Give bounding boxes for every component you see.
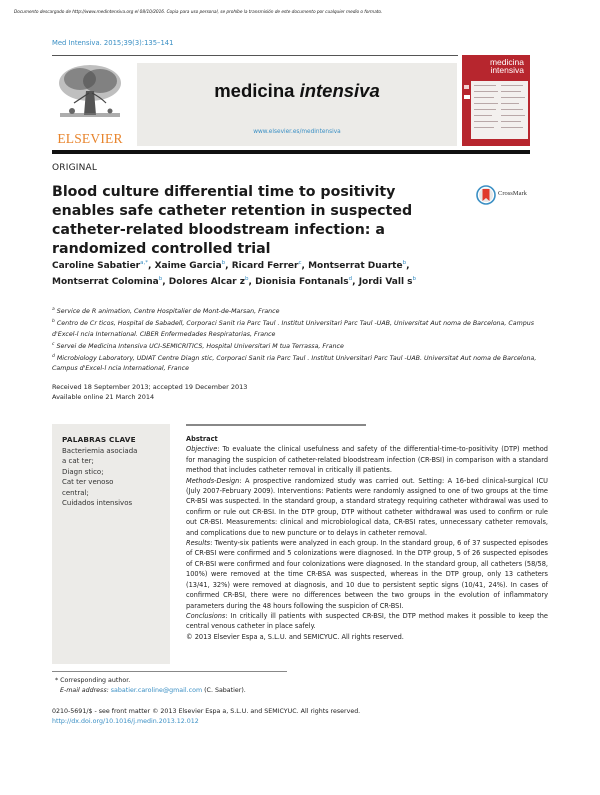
keyword-line: Cuidados intensivos — [62, 499, 133, 508]
cover-contents — [471, 81, 528, 139]
affiliation-item: d Microbiology Laboratory, UDIAT Centre … — [52, 354, 537, 373]
download-disclaimer: Documento descargado de http://www.medin… — [14, 10, 383, 15]
doi-link[interactable]: http://dx.doi.org/10.1016/j.medin.2013.1… — [52, 718, 199, 726]
author-affiliation-marker[interactable]: b — [412, 275, 417, 282]
author: Dolores Alcar zb, — [168, 275, 256, 287]
keyword-line: a cat ter; — [62, 457, 94, 466]
keyword-line: Cat ter venoso — [62, 478, 114, 487]
issn-copyright-line: 0210-5691/$ - see front matter © 2013 El… — [52, 708, 361, 715]
keywords-panel: PALABRAS CLAVE Bacteriemia asociada a ca… — [52, 424, 170, 664]
corresponding-author-note: * Corresponding author. — [55, 677, 131, 684]
article-dates: Received 18 September 2013; accepted 19 … — [52, 382, 247, 402]
author-affiliation-marker[interactable]: b — [158, 275, 163, 282]
author: Montserrat Colominab, — [52, 275, 169, 287]
keyword-line: Diagn stico; — [62, 467, 104, 476]
author-affiliation-marker[interactable]: b — [402, 260, 407, 266]
abstract-conclusions: Conclusions: In critically ill patients … — [186, 611, 548, 631]
author-affiliation-marker[interactable]: b — [245, 275, 249, 282]
email-link[interactable]: sabatier.caroline@gmail.com — [110, 687, 203, 695]
cover-decoration — [464, 95, 470, 99]
author: Xaime Garciab, — [154, 260, 232, 271]
footnotes: * Corresponding author. E-mail address: … — [55, 676, 246, 697]
abstract-copyright: © 2013 Elsevier Espa a, S.L.U. and SEMIC… — [186, 632, 404, 641]
author: Dionisia Fontanalsd, — [255, 275, 359, 287]
abstract-methods: Methods-Design: A prospective randomized… — [186, 476, 548, 537]
crossmark-label: CrossMark — [498, 190, 527, 197]
journal-citation[interactable]: Med Intensiva. 2015;39(3):135–141 — [52, 39, 174, 47]
keyword-line: central; — [62, 488, 89, 497]
abstract-heading: Abstract — [186, 435, 218, 443]
author: Montserrat Duarteb, — [308, 260, 410, 271]
keywords-heading: PALABRAS CLAVE — [62, 435, 136, 444]
journal-title: medicina intensiva — [214, 80, 380, 101]
affiliation-item: a Service de R animation, Centre Hospita… — [52, 307, 280, 315]
article-type-label: ORIGINAL — [52, 163, 98, 173]
journal-masthead: medicina intensiva www.elsevier.es/medin… — [137, 63, 457, 146]
author: Caroline Sabatiera,*, — [52, 260, 155, 271]
cover-decoration — [464, 85, 469, 89]
top-divider — [52, 55, 458, 56]
author: Jordi Vall sb — [358, 275, 417, 287]
crossmark-icon — [476, 185, 496, 205]
author-affiliation-marker[interactable]: d — [348, 275, 353, 282]
author-affiliation-marker[interactable]: c — [298, 260, 302, 266]
affiliation-item: c Servei de Medicina Intensiva UCI-SEMIC… — [52, 341, 344, 350]
online-date: Available online 21 March 2014 — [52, 393, 155, 401]
author-affiliation-marker[interactable]: b — [221, 260, 226, 266]
abstract-objective: Objective: To evaluate the clinical usef… — [186, 445, 548, 475]
affiliation-item: b Centro de Cr ticos, Hospital de Sabade… — [52, 319, 535, 338]
header-divider — [52, 150, 530, 154]
keyword-line: Bacteriemia asociada — [62, 447, 138, 455]
abstract-divider — [186, 424, 366, 426]
keywords-list: Bacteriemia asociada a cat ter; Diagn st… — [62, 446, 137, 508]
footnote-divider — [52, 671, 287, 672]
author: Ricard Ferrerc, — [231, 260, 309, 271]
crossmark-button[interactable]: CrossMark — [476, 185, 556, 205]
elsevier-wordmark: ELSEVIER — [57, 131, 123, 146]
email-note: E-mail address: sabatier.caroline@gmail.… — [60, 687, 246, 695]
author-affiliation-marker[interactable]: a,* — [140, 260, 148, 266]
elsevier-tree-icon — [59, 65, 121, 117]
article-title: Blood culture differential time to posit… — [52, 184, 413, 257]
author-list: Caroline Sabatiera,*, Xaime Garciab, Ric… — [52, 257, 552, 288]
abstract: Abstract Objective: To evaluate the clin… — [186, 434, 548, 642]
elsevier-logo: ELSEVIER — [52, 63, 128, 149]
received-accepted-date: Received 18 September 2013; accepted 19 … — [52, 383, 248, 391]
journal-url-link[interactable]: www.elsevier.es/medintensiva — [253, 129, 341, 135]
affiliations: a Service de R animation, Centre Hospita… — [52, 305, 552, 375]
front-matter: 0210-5691/$ - see front matter © 2013 El… — [52, 707, 360, 728]
abstract-results: Results: Twenty-six patients were analyz… — [186, 539, 548, 610]
